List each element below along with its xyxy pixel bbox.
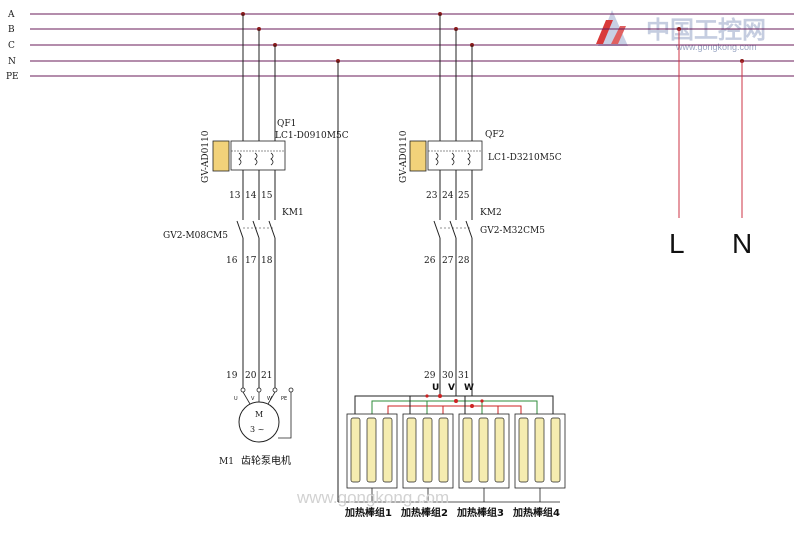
- heater-group-1: [346, 413, 398, 489]
- heater-label-2: 加热棒组2: [400, 506, 448, 519]
- bus-label-pe: PE: [6, 72, 19, 82]
- breaker-label-qf2: QF2: [485, 130, 504, 140]
- contactor-km2-contacts: [433, 220, 473, 239]
- watermark-bottom-url: www.gongkong.com: [296, 488, 449, 507]
- contactor-label-km2: KM2: [480, 208, 502, 218]
- bus-label-n: N: [8, 57, 16, 67]
- contactor-label-km1: KM1: [282, 208, 304, 218]
- motor-name: 齿轮泵电机: [241, 454, 291, 467]
- motor-m1-icon: [238, 401, 280, 443]
- breaker-label-qf1: QF1: [277, 119, 296, 129]
- breaker-trip-icons: [238, 152, 274, 166]
- breaker-model-qf2: LC1-D3210M5C: [488, 153, 562, 163]
- contactor-km1-contacts: [236, 220, 276, 239]
- watermark-url: www.gongkong.com: [675, 42, 757, 52]
- terminal-19: 19: [226, 371, 238, 381]
- breaker-qf2: [427, 140, 483, 171]
- heater-distribution-wires: [354, 395, 554, 414]
- relay-coil: [212, 140, 230, 172]
- bus-labels: A B C N PE: [6, 10, 19, 82]
- terminal-26: 26: [424, 256, 436, 266]
- terminal-30: 30: [442, 371, 454, 381]
- terminal-24: 24: [442, 191, 454, 201]
- circuit1-wires: [242, 14, 339, 502]
- supply-l-label: L: [669, 228, 685, 259]
- phase-w: W: [464, 383, 474, 393]
- terminal-29: 29: [424, 371, 436, 381]
- watermark-logo: 中国工控网 www.gongkong.com: [596, 10, 766, 52]
- terminal-15: 15: [261, 191, 273, 201]
- supply-n-label: N: [732, 228, 752, 259]
- breaker-qf1: [230, 140, 286, 171]
- watermark-title: 中国工控网: [646, 16, 766, 44]
- motor-term-w: W: [267, 396, 272, 402]
- terminal-18: 18: [261, 256, 273, 266]
- bus-label-a: A: [7, 10, 15, 20]
- breaker-model-qf1: LC1-D0910M5C: [275, 131, 349, 141]
- gongkong-logo-icon: [596, 10, 628, 46]
- relay-coil: [409, 140, 427, 172]
- motor-symbol: M: [255, 410, 263, 419]
- heater-label-3: 加热棒组3: [456, 506, 504, 519]
- contactor-model-km1: GV2-M08CM5: [163, 231, 228, 241]
- terminal-21: 21: [261, 371, 272, 381]
- motor-terminals: [240, 387, 294, 393]
- contactor-model-km2: GV2-M32CM5: [480, 226, 545, 236]
- phase-u: U: [432, 383, 439, 393]
- motor-term-u: U: [234, 396, 238, 402]
- terminal-16: 16: [226, 256, 238, 266]
- heater-group-3: [458, 413, 510, 489]
- motor-term-v: V: [251, 396, 255, 402]
- terminal-14: 14: [245, 191, 257, 201]
- heater-label-4: 加热棒组4: [512, 506, 560, 519]
- terminal-17: 17: [245, 256, 257, 266]
- relay-label-2: GV-AD0110: [399, 130, 409, 183]
- terminal-23: 23: [426, 191, 438, 201]
- phase-v: V: [448, 383, 455, 393]
- terminal-13: 13: [229, 191, 241, 201]
- motor-term-pe: PE: [281, 396, 287, 402]
- bus-label-c: C: [8, 41, 15, 51]
- motor-id: M1: [219, 457, 234, 467]
- supply-taps: L N: [669, 27, 752, 259]
- heater-group-4: [514, 413, 566, 489]
- motor-phase: 3 ~: [250, 425, 264, 434]
- breaker-trip-icons: [435, 152, 471, 166]
- heater-group-2: [402, 413, 454, 489]
- terminal-20: 20: [245, 371, 257, 381]
- terminal-28: 28: [458, 256, 470, 266]
- bus-label-b: B: [8, 25, 15, 35]
- terminal-27: 27: [442, 256, 454, 266]
- circuit-2: GV-AD0110 QF2 LC1-D3210M5C 23 24 25 KM2 …: [296, 12, 566, 519]
- bus-lines: [30, 13, 794, 77]
- terminal-25: 25: [458, 191, 470, 201]
- terminal-31: 31: [458, 371, 469, 381]
- heater-label-1: 加热棒组1: [344, 506, 392, 519]
- circuit2-wires: [439, 14, 473, 396]
- relay-label-1: GV-AD0110: [201, 130, 211, 183]
- circuit-1: GV-AD0110 QF1 LC1-D0910M5C 13 14 15 KM1 …: [163, 12, 349, 502]
